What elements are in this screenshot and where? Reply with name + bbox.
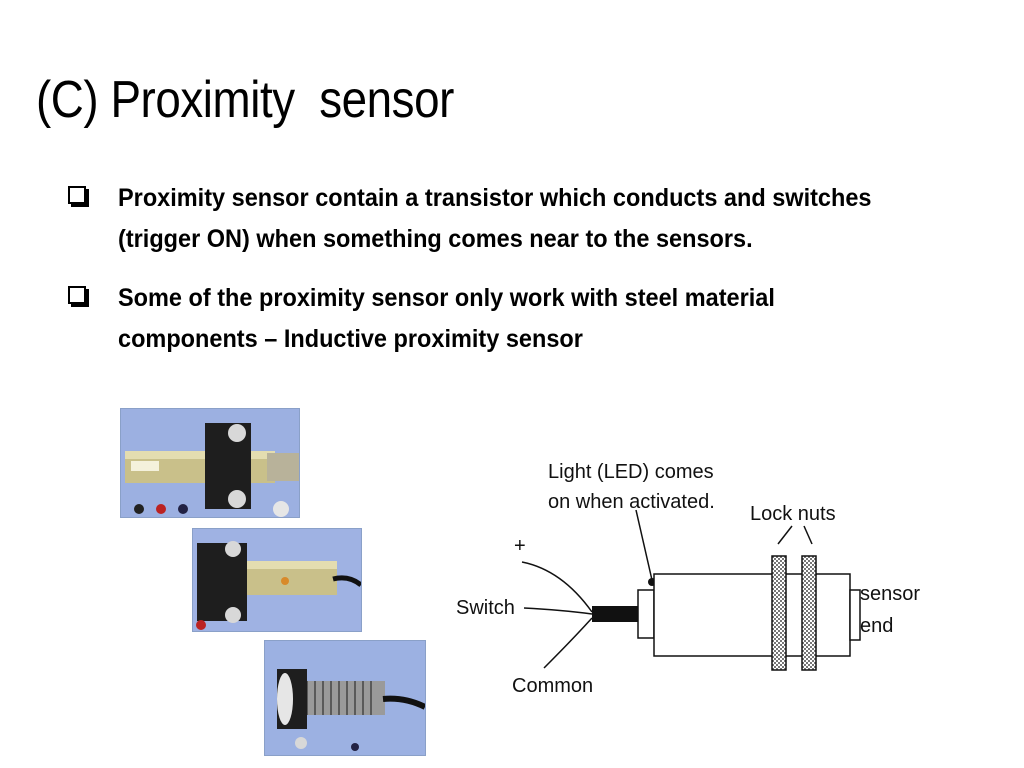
cable (592, 606, 638, 622)
plus-label: + (514, 535, 526, 557)
switch-label: Switch (456, 597, 515, 619)
bullet-text: Some of the proximity sensor only work w… (118, 284, 775, 353)
lock-nut-leader-right (803, 525, 813, 545)
bullet-item: Some of the proximity sensor only work w… (66, 278, 946, 360)
sensor-body (653, 573, 851, 657)
sensor-face (849, 589, 861, 641)
sensor-wiring-diagram: Light (LED) comes on when activated. Loc… (452, 440, 936, 740)
sensor-photo-3 (264, 640, 426, 756)
checkbox-bullet-icon (68, 186, 86, 204)
lock-nut-left (771, 555, 787, 671)
common-label: Common (512, 675, 593, 697)
lock-nuts-label: Lock nuts (750, 503, 836, 525)
bullet-list: Proximity sensor contain a transistor wh… (66, 178, 946, 378)
sensor-end-label-line1: sensor (860, 583, 920, 605)
lock-nut-leader-left (777, 525, 793, 545)
sensor-photo-1 (120, 408, 300, 518)
bullet-text: Proximity sensor contain a transistor wh… (118, 184, 872, 253)
wire-common (543, 617, 593, 669)
led-label-line2: on when activated. (548, 491, 715, 513)
lock-nut-right (801, 555, 817, 671)
sensor-back-cap (637, 589, 655, 639)
bullet-item: Proximity sensor contain a transistor wh… (66, 178, 946, 260)
checkbox-bullet-icon (68, 286, 86, 304)
led-label-line1: Light (LED) comes (548, 461, 714, 483)
wire-switch (523, 607, 593, 615)
led-leader-line (635, 509, 653, 581)
slide-title: (C) Proximity sensor (36, 71, 454, 129)
wire-plus (521, 561, 593, 613)
sensor-photo-2 (192, 528, 362, 632)
sensor-end-label-line2: end (860, 615, 893, 637)
